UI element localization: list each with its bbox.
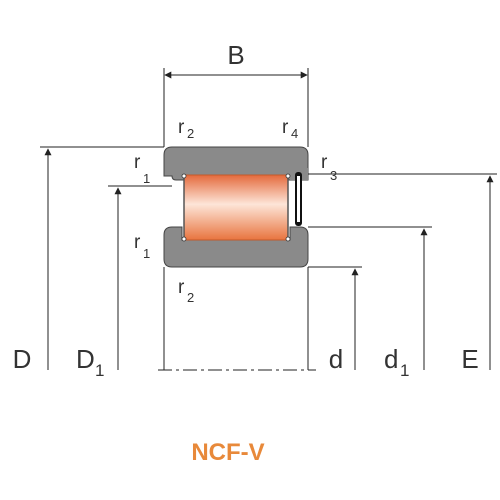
snap-ring-highlight (297, 176, 300, 222)
label-r2-top-sub: 2 (187, 126, 194, 141)
corner-dot (181, 173, 187, 179)
label-r1-bottom-sub: 1 (143, 246, 150, 261)
label-d1-inner-sub: 1 (400, 361, 409, 380)
inner-ring (163, 226, 309, 268)
label-r4-sub: 4 (291, 126, 298, 141)
label-r2-bottom-sub: 2 (187, 290, 194, 305)
label-r3: r (321, 152, 328, 173)
cylindrical-roller (183, 174, 289, 241)
corner-dot (181, 236, 187, 242)
label-d1-outer: D (76, 344, 95, 374)
label-d-outer: D (13, 344, 32, 374)
corner-dot (285, 236, 291, 242)
label-r1-top: r (134, 152, 141, 173)
outer-ring-top (163, 146, 309, 181)
corner-dot (285, 173, 291, 179)
label-r2-bottom: r (178, 277, 185, 298)
label-r4: r (282, 117, 289, 138)
label-d1-outer-sub: 1 (95, 361, 104, 380)
label-r1-top-sub: 1 (143, 171, 150, 186)
label-r1-bottom: r (134, 232, 141, 253)
label-r3-sub: 3 (330, 168, 337, 183)
label-d1-inner: d (384, 344, 398, 374)
label-b: B (227, 40, 244, 70)
label-e: E (461, 344, 478, 374)
label-bore: d (329, 344, 343, 374)
label-r2-top: r (178, 117, 185, 138)
bearing-type-title: NCF-V (191, 439, 264, 466)
